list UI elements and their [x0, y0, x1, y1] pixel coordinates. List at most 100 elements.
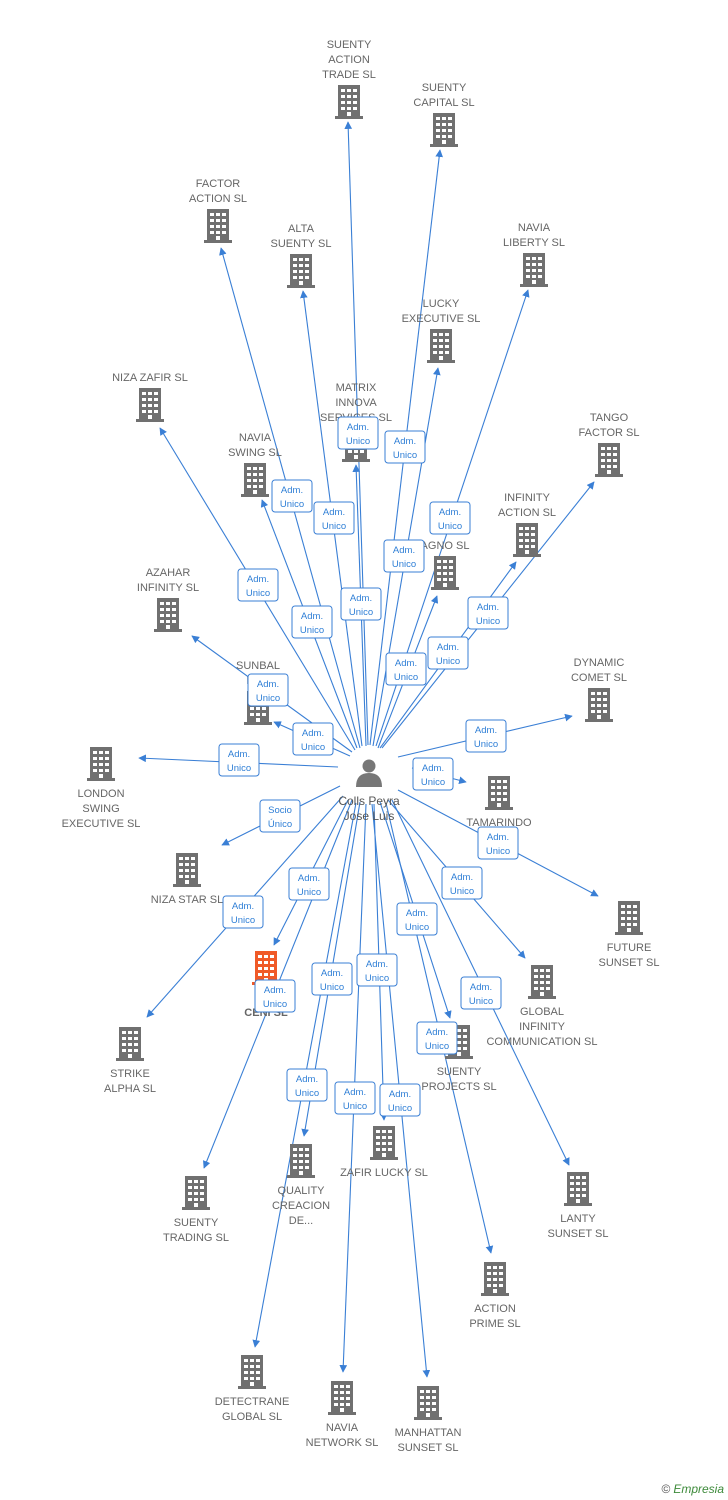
node-niza-star[interactable]: NIZA STAR SL	[151, 853, 224, 906]
building-icon	[154, 598, 182, 632]
node-label: INFINITY	[519, 1021, 565, 1033]
node-quality-creacion[interactable]: QUALITYCREACIONDE...	[272, 1144, 330, 1227]
node-tamarindo[interactable]: TAMARINDO	[466, 776, 532, 829]
edge-label-text: Unico	[227, 763, 251, 774]
edge-label-k-agno[interactable]: Adm.Unico	[385, 652, 427, 686]
node-label: SUENTY	[422, 82, 467, 94]
edge-label-text: Unico	[256, 693, 280, 704]
node-label: COMET SL	[571, 672, 627, 684]
edge-label-box	[254, 979, 296, 1013]
credit: ©Empresia	[661, 1482, 724, 1496]
edge-label-text: Unico	[474, 739, 498, 750]
node-label: ACTION SL	[189, 193, 247, 205]
edge-label-box	[429, 501, 471, 535]
edge-label-action-prime[interactable]: Adm.Unico	[416, 1021, 458, 1055]
edge-label-text: Unico	[231, 915, 255, 926]
node-label: NAVIA	[326, 1422, 359, 1434]
edge-label-text: Unico	[486, 846, 510, 857]
edge-label-azahar-infinity[interactable]: Adm.Unico	[247, 673, 289, 707]
edge-label-navia-liberty[interactable]: Adm.Unico	[429, 501, 471, 535]
edge-label-suenty-action-trade[interactable]: Adm.Unico	[337, 416, 379, 450]
edge-label-sunbal-dyn[interactable]: Adm.Unico	[292, 722, 334, 756]
person-icon	[356, 759, 382, 787]
node-label: MANHATTAN	[395, 1427, 462, 1439]
edge-label-manhattan-sunset[interactable]: Adm.Unico	[379, 1083, 421, 1117]
edge-label-suenty-projects[interactable]: Adm.Unico	[396, 902, 438, 936]
edge-label-matrix-innova[interactable]: Adm.Unico	[340, 587, 382, 621]
edge-label-zafir-lucky[interactable]: Adm.Unico	[356, 953, 398, 987]
edge-label-text: Adm.	[422, 763, 444, 774]
edge-label-niza-zafir[interactable]: Adm.Unico	[237, 568, 279, 602]
edge-label-alta-suenty[interactable]: Adm.Unico	[313, 501, 355, 535]
edge-label-text: Adm.	[296, 1074, 318, 1085]
edge-label-tango-factor[interactable]: Adm.Unico	[467, 596, 509, 630]
edge-label-text: Adm.	[232, 901, 254, 912]
edge-label-quality-creacion[interactable]: Adm.Unico	[311, 962, 353, 996]
building-icon	[564, 1172, 592, 1206]
node-label: GLOBAL	[520, 1006, 564, 1018]
edge-label-navia-network[interactable]: Adm.Unico	[334, 1081, 376, 1115]
node-niza-zafir[interactable]: NIZA ZAFIR SL	[112, 372, 188, 422]
edge-label-box	[379, 1083, 421, 1117]
node-label: SUNSET SL	[599, 957, 660, 969]
edge-label-box	[334, 1081, 376, 1115]
edge-label-global-infinity[interactable]: Adm.Unico	[441, 866, 483, 900]
edge-label-tamarindo[interactable]: Adm.Unico	[412, 757, 454, 791]
edge-label-text: Adm.	[323, 507, 345, 518]
edge-label-text: Unico	[320, 982, 344, 993]
building-icon	[513, 523, 541, 557]
edge-label-text: Unico	[425, 1041, 449, 1052]
edge-label-future-sunset[interactable]: Adm.Unico	[477, 826, 519, 860]
edge-label-lanty-sunset[interactable]: Adm.Unico	[460, 976, 502, 1010]
edge-label-london-swing[interactable]: Adm.Unico	[218, 743, 260, 777]
building-icon	[414, 1386, 442, 1420]
edge-label-a-ceni[interactable]: Adm.Unico	[288, 867, 330, 901]
brand-logo[interactable]: Empresia	[673, 1482, 724, 1496]
edge-label-lucky-executive[interactable]: Adm.Unico	[383, 539, 425, 573]
edge-label-box	[286, 1068, 328, 1102]
edge-label-suenty-trading[interactable]: Adm.Unico	[254, 979, 296, 1013]
edge-label-suenty-capital[interactable]: Adm.Unico	[384, 430, 426, 464]
node-label: DE...	[289, 1215, 313, 1227]
node-k-agno[interactable]: KAGNO SL	[421, 525, 470, 590]
edge-label-dynamic-comet[interactable]: Adm.Unico	[465, 719, 507, 753]
edge-label-text: Adm.	[347, 422, 369, 433]
node-label: FACTOR SL	[579, 427, 640, 439]
edge-label-box	[291, 605, 333, 639]
edge-label-infinity-action[interactable]: Adm.Unico	[427, 636, 469, 670]
edge-label-factor-action[interactable]: Adm.Unico	[271, 479, 313, 513]
edge-label-text: Adm.	[477, 602, 499, 613]
edge-label-strike-alpha[interactable]: Adm. Unico	[222, 895, 264, 929]
node-zafir-lucky[interactable]: ZAFIR LUCKY SL	[340, 1126, 428, 1179]
edge-label-detectrane-global[interactable]: Adm.Unico	[286, 1068, 328, 1102]
edge-label-text: Adm.	[470, 982, 492, 993]
edge-label-box	[311, 962, 353, 996]
edge-label-navia-swing[interactable]: Adm.Unico	[291, 605, 333, 639]
node-label: TAMARINDO	[466, 817, 532, 829]
edge-label-text: Unico	[438, 521, 462, 532]
